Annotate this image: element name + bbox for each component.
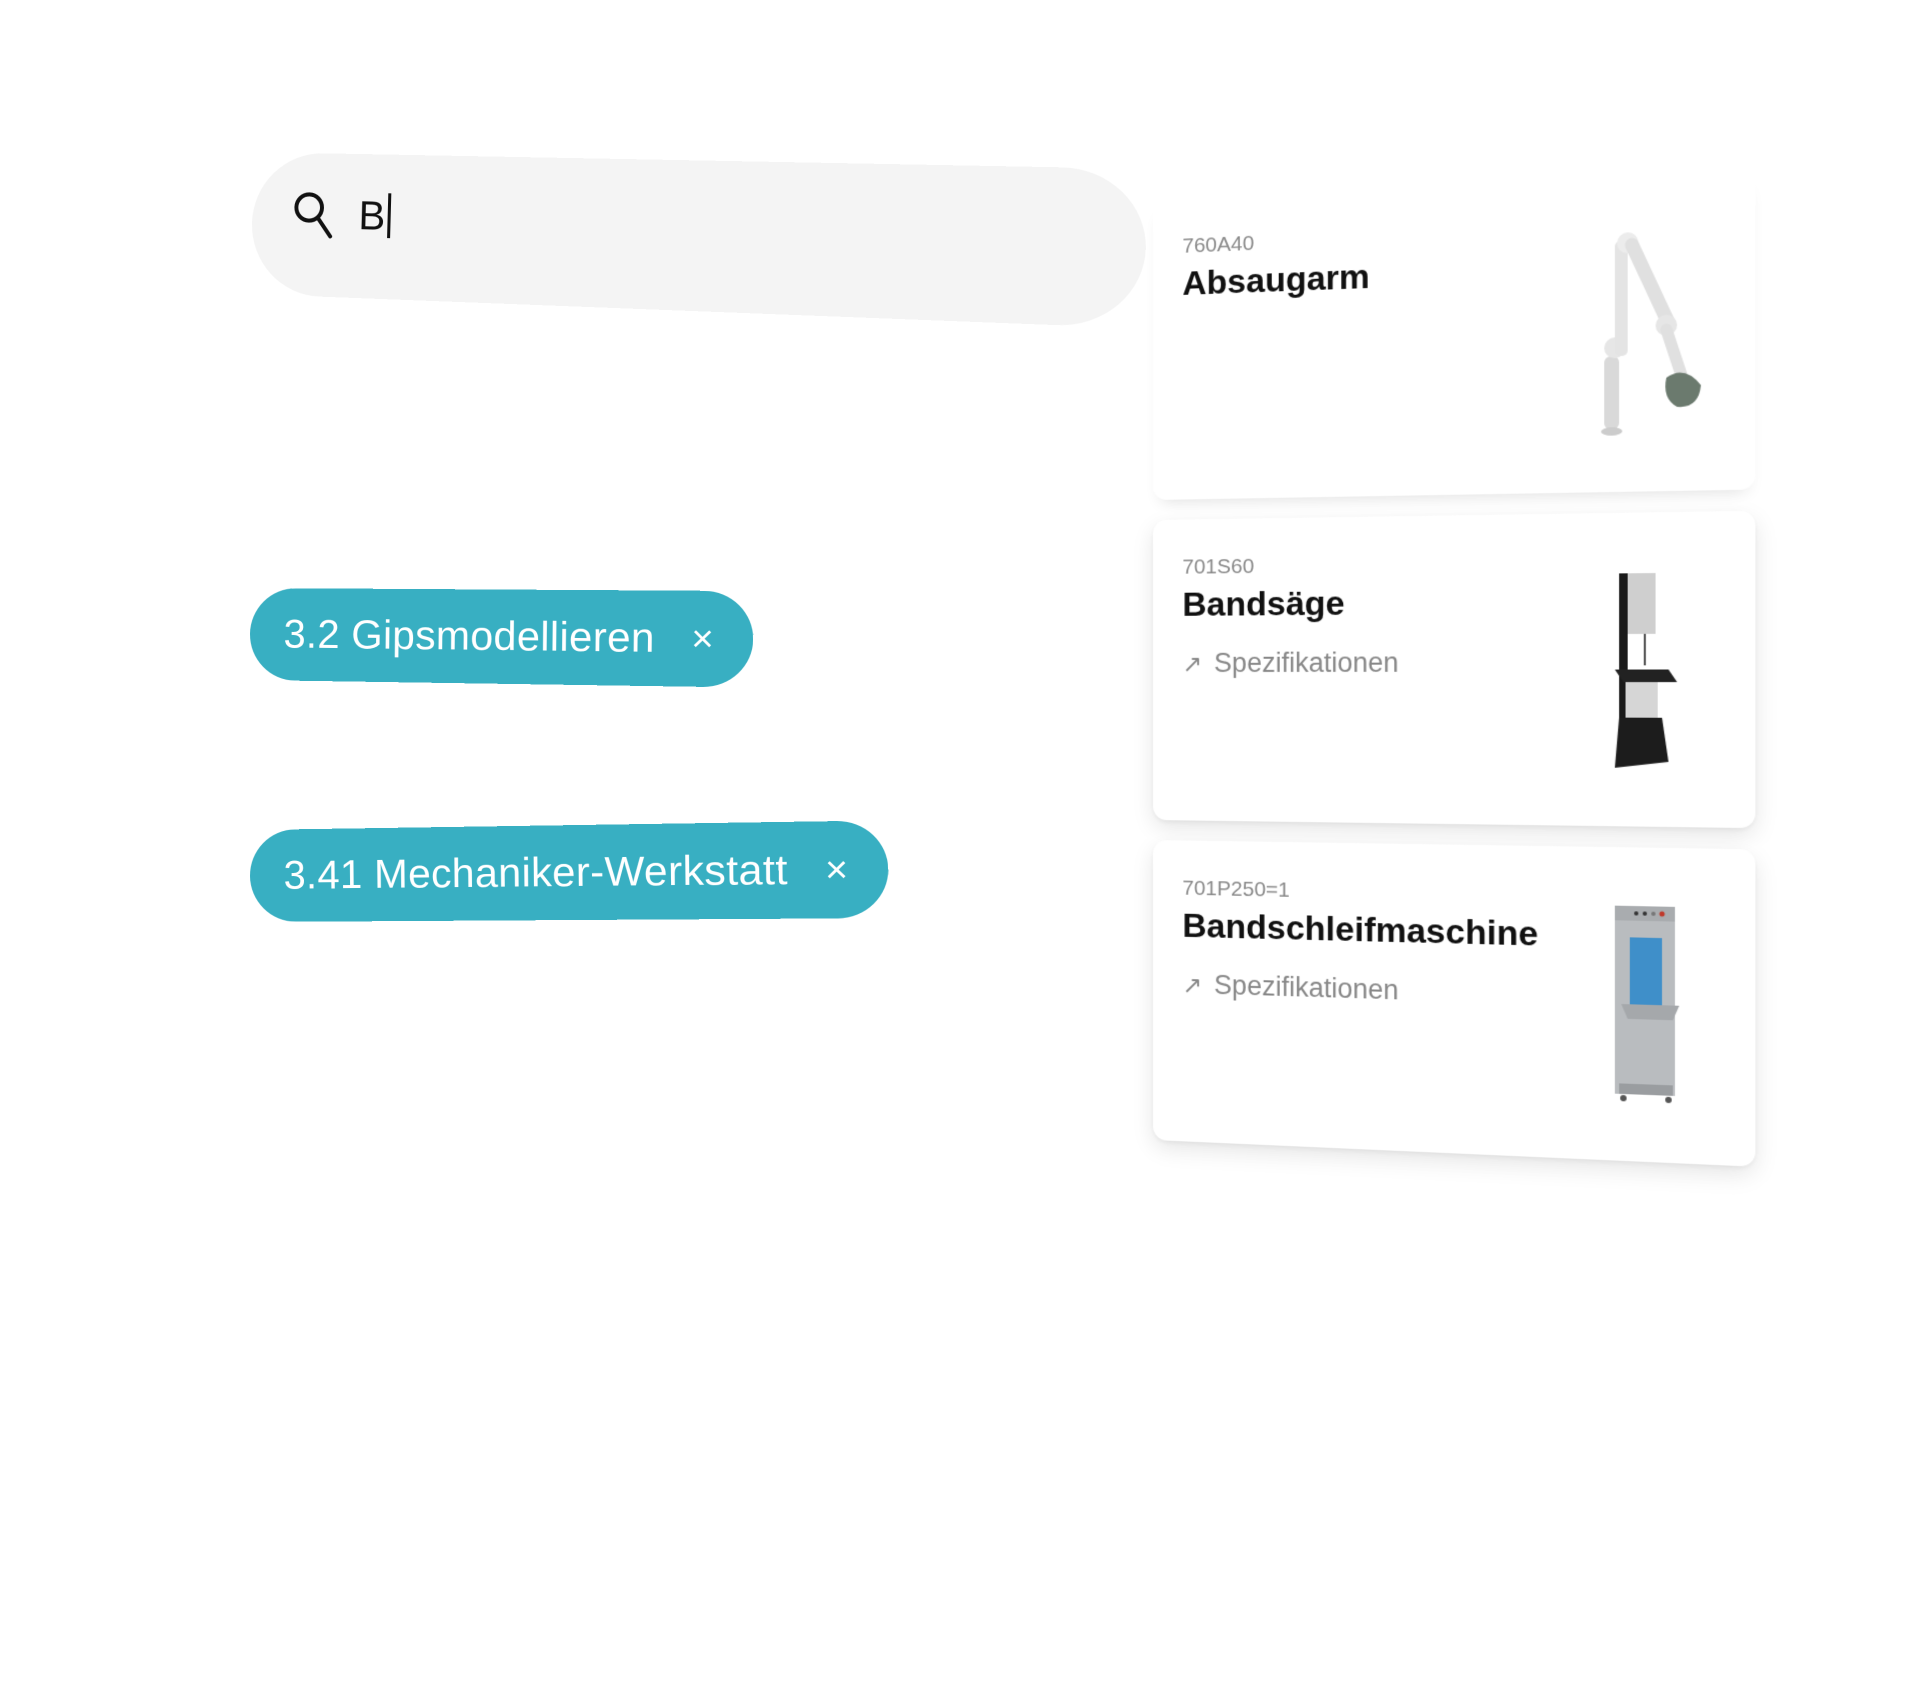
product-code: 760A40 — [1182, 231, 1255, 258]
filter-tag-label: 3.2 Gipsmodellieren — [283, 611, 656, 661]
belt-sander-image — [1614, 905, 1680, 1104]
search-input[interactable]: B — [358, 193, 392, 241]
product-name: Bandsäge — [1182, 584, 1345, 624]
search-icon — [291, 189, 338, 243]
close-icon[interactable]: × — [690, 616, 715, 660]
close-icon[interactable]: × — [824, 847, 849, 892]
result-card-bandschleifmaschine[interactable]: 701P250=1 Bandschleifmaschine ↗Spezifika… — [1153, 840, 1756, 1167]
arrow-up-right-icon: ↗ — [1182, 971, 1203, 1000]
specifications-link[interactable]: ↗Spezifikationen — [1182, 969, 1399, 1006]
filter-tag-mechaniker-werkstatt[interactable]: 3.41 Mechaniker-Werkstatt × — [249, 820, 889, 922]
arrow-up-right-icon: ↗ — [1182, 650, 1203, 678]
product-name: Absaugarm — [1182, 257, 1370, 303]
band-saw-image — [1614, 573, 1678, 769]
specifications-link[interactable]: ↗Spezifikationen — [1182, 647, 1399, 678]
filter-tag-gipsmodellieren[interactable]: 3.2 Gipsmodellieren × — [249, 588, 754, 688]
search-bar[interactable]: B — [250, 152, 1149, 329]
result-card-bandsaege[interactable]: 701S60 Bandsäge ↗Spezifikationen — [1153, 510, 1756, 829]
product-code: 701P250=1 — [1182, 876, 1290, 902]
results-list: 760A40 Absaugarm 701S60 Bandsäge ↗Spezif… — [1153, 172, 1756, 1188]
product-name: Bandschleifmaschine — [1182, 906, 1539, 954]
extraction-arm-image — [1600, 227, 1712, 436]
result-card-absaugarm[interactable]: 760A40 Absaugarm — [1153, 172, 1756, 500]
text-caret — [386, 193, 392, 239]
filter-tag-label: 3.41 Mechaniker-Werkstatt — [283, 846, 788, 898]
product-code: 701S60 — [1182, 554, 1255, 579]
